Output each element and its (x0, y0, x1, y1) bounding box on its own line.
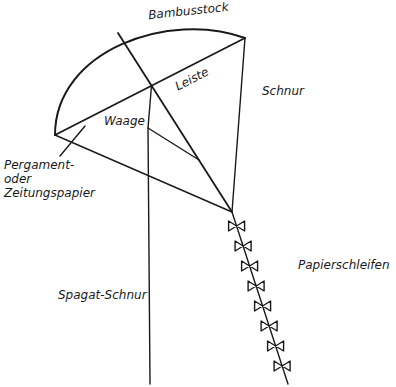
part-label: Pergament- oder Zeitungspapier (4, 158, 96, 200)
part-label: Papierschleifen (298, 258, 390, 272)
tail-line (232, 212, 288, 384)
leader-line (60, 126, 85, 156)
paper-bows (229, 221, 291, 371)
part-label: Spagat-Schnur (58, 288, 147, 302)
bridle (148, 86, 199, 160)
part-label: Schnur (262, 84, 304, 98)
part-label: Waage (104, 114, 145, 128)
part-label: Bambusstock (147, 0, 229, 22)
flying-line (148, 128, 150, 384)
cross-lath (55, 38, 245, 135)
part-label: Leiste (173, 65, 211, 94)
kite-outline (55, 38, 245, 212)
